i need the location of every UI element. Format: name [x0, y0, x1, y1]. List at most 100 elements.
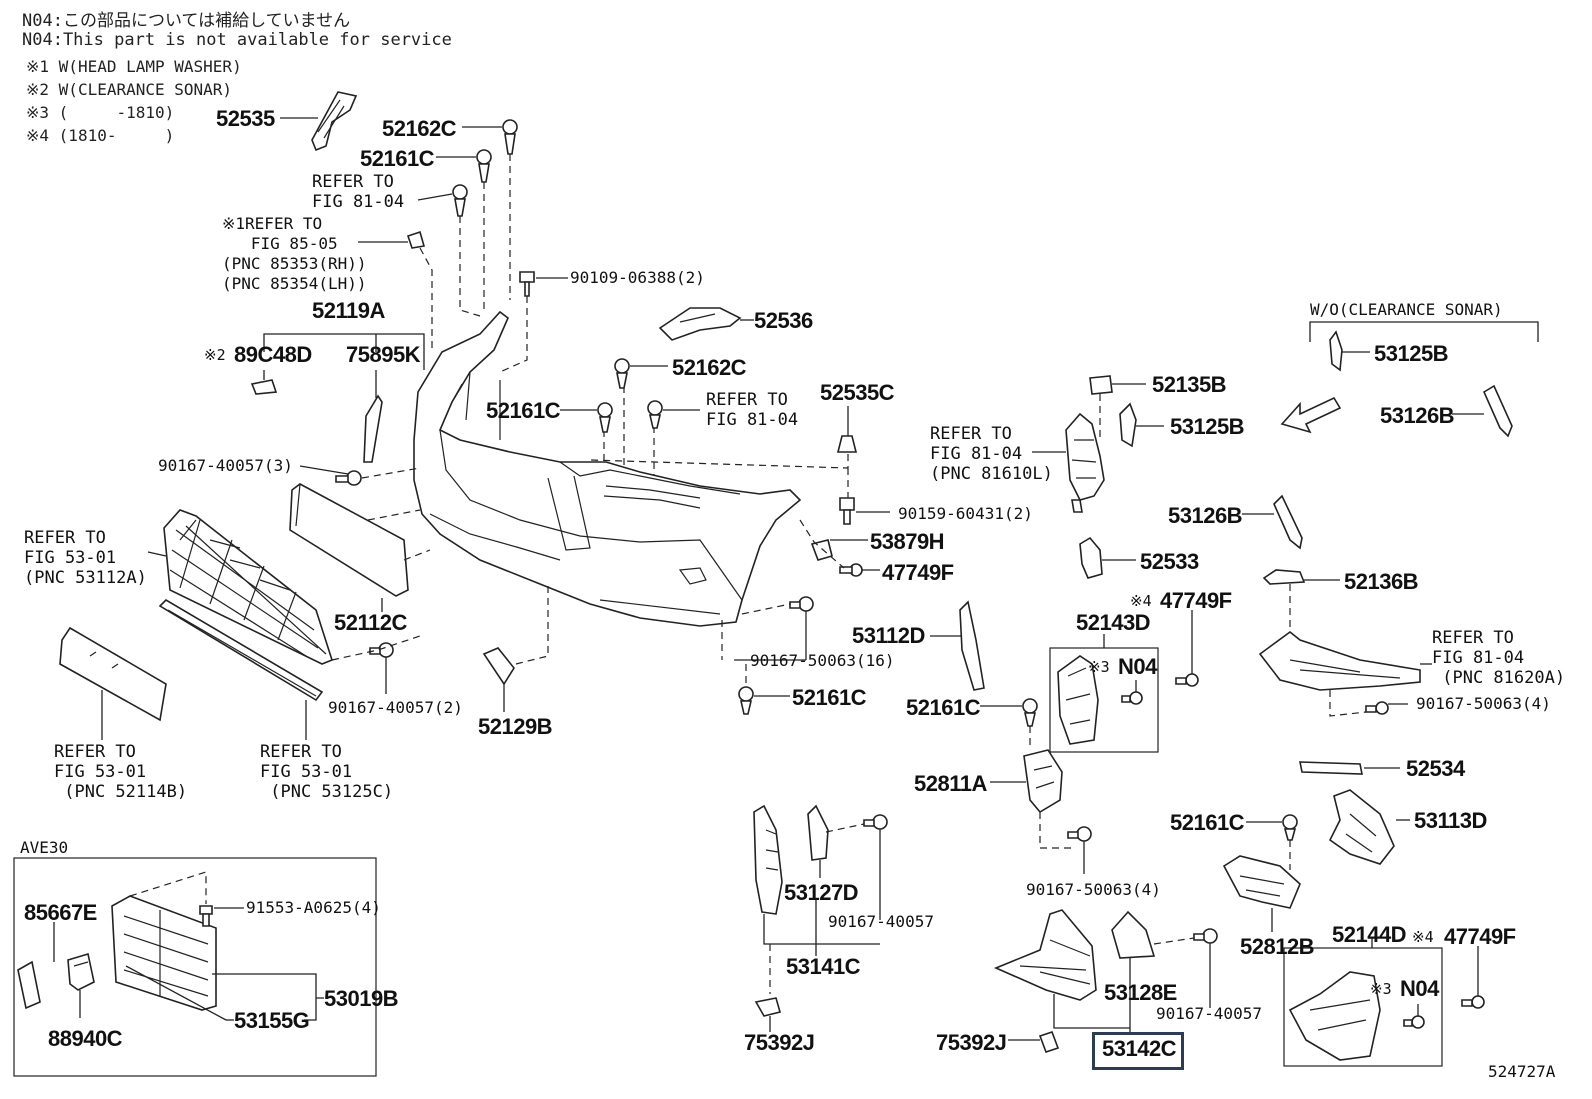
part-53126B-a[interactable]: 53126B: [1380, 403, 1455, 428]
part-52143D[interactable]: 52143D: [1076, 610, 1151, 635]
part-52161C-bottom[interactable]: 52161C: [792, 685, 867, 710]
part-85667E[interactable]: 85667E: [24, 900, 97, 925]
part-53126B-b[interactable]: 53126B: [1168, 503, 1243, 528]
bracket-53112D: [959, 600, 985, 691]
part-53127D[interactable]: 53127D: [784, 880, 859, 905]
ref-53-01-c[interactable]: REFER TO FIG 53-01 (PNC 53125C): [260, 742, 394, 802]
bracket-53127D: [807, 804, 829, 861]
seal-85667E: [17, 960, 41, 1010]
note-cond3: ※3 ( -1810): [26, 103, 175, 122]
label-wo-sonar: W/O(CLEARANCE SONAR): [1310, 300, 1503, 319]
part-52811A[interactable]: 52811A: [914, 771, 987, 796]
arrow-indicator: [1280, 396, 1342, 434]
ref-53-01-b[interactable]: REFER TO FIG 53-01 (PNC 52114B): [54, 742, 188, 802]
bracket-52811A: [1023, 749, 1063, 814]
part-52161C-top[interactable]: 52161C: [360, 146, 435, 171]
screw-47749F-b: [1175, 673, 1199, 687]
clip-52161C-bottom: [738, 686, 754, 715]
mark-47749F-b: ※4: [1130, 592, 1152, 610]
ref-81-04-b[interactable]: REFER TO FIG 81-04: [706, 390, 799, 430]
part-52161C-right[interactable]: 52161C: [906, 695, 981, 720]
part-75392J-a[interactable]: 75392J: [744, 1030, 815, 1055]
part-52144D[interactable]: 52144D: [1332, 922, 1407, 947]
part-52533[interactable]: 52533: [1140, 549, 1199, 574]
part-47749F-b[interactable]: 47749F: [1160, 588, 1232, 613]
part-52535[interactable]: 52535: [216, 106, 275, 131]
part-52812B[interactable]: 52812B: [1240, 934, 1315, 959]
part-52161C-far-right[interactable]: 52161C: [1170, 810, 1245, 835]
bracket-52536-shape: [658, 307, 742, 341]
n04-b[interactable]: N04: [1400, 976, 1439, 1001]
part-52135B[interactable]: 52135B: [1152, 372, 1227, 397]
grille-mesh: [163, 509, 333, 665]
clip-refer-81-04: [452, 184, 468, 217]
bracket-52143D: [1057, 655, 1099, 745]
part-52119A[interactable]: 52119A: [312, 298, 385, 323]
n04-a[interactable]: N04: [1118, 654, 1157, 679]
part-90159[interactable]: 90159-60431(2): [898, 504, 1033, 523]
mark-n04-b: ※3: [1370, 980, 1392, 998]
part-53113D[interactable]: 53113D: [1414, 808, 1487, 833]
part-52535C[interactable]: 52535C: [820, 380, 895, 405]
highlight-box-53142C: [1092, 1032, 1184, 1070]
part-52536[interactable]: 52536: [754, 308, 813, 333]
bolt-91553: [199, 905, 213, 927]
part-53128E[interactable]: 53128E: [1104, 980, 1177, 1005]
part-52162C-mid[interactable]: 52162C: [672, 355, 747, 380]
part-90167-40057-3[interactable]: 90167-40057(3): [158, 456, 293, 475]
ref-81-04-a[interactable]: REFER TO FIG 81-04: [312, 172, 405, 212]
part-53112D[interactable]: 53112D: [852, 623, 925, 648]
part-53019B[interactable]: 53019B: [324, 986, 399, 1011]
part-88940C[interactable]: 88940C: [48, 1026, 123, 1051]
part-90167-50063-16[interactable]: 90167-50063(16): [750, 651, 895, 670]
bracket-53125B-b: [1329, 330, 1343, 372]
part-47749F-a[interactable]: 47749F: [882, 560, 954, 585]
ref-53-01-a[interactable]: REFER TO FIG 53-01 (PNC 53112A): [24, 528, 147, 588]
washer-cap: [406, 230, 426, 249]
part-90167-40057-2[interactable]: 90167-40057(2): [328, 698, 463, 717]
part-90109[interactable]: 90109-06388(2): [570, 268, 705, 287]
clip-52162C-top: [502, 119, 518, 155]
note-cond2: ※2 W(CLEARANCE SONAR): [26, 80, 233, 99]
part-52129B[interactable]: 52129B: [478, 714, 553, 739]
part-91553[interactable]: 91553-A0625(4): [246, 898, 381, 917]
part-53141C[interactable]: 53141C: [786, 954, 861, 979]
clip-52161C-right: [1022, 698, 1038, 727]
screw-47749F-a: [839, 563, 863, 577]
part-53125B-b[interactable]: 53125B: [1374, 341, 1449, 366]
bracket-52534: [1299, 761, 1363, 775]
note-cond4: ※4 (1810- ): [26, 126, 175, 145]
part-53155G[interactable]: 53155G: [234, 1008, 310, 1033]
bracket-53126B-a: [1482, 384, 1513, 438]
lower-grille-strip: [158, 598, 324, 702]
bracket-52535-shape: [311, 91, 358, 152]
clip-52161C-top: [476, 149, 492, 183]
bracket-53125B-a: [1119, 402, 1137, 448]
part-52136B[interactable]: 52136B: [1344, 569, 1419, 594]
part-90167-50063-4a[interactable]: 90167-50063(4): [1026, 880, 1161, 899]
part-75895K[interactable]: 75895K: [346, 342, 421, 367]
ref-85-05[interactable]: ※1REFER TO FIG 85-05 (PNC 85353(RH)) (PN…: [222, 214, 367, 293]
actuator-88940C: [67, 952, 95, 991]
part-89C48D[interactable]: 89C48D: [234, 342, 312, 367]
part-52161C-mid[interactable]: 52161C: [486, 398, 561, 423]
strip-75895K: [363, 394, 383, 463]
sensor-89C48D: [250, 379, 278, 395]
part-52162C-top[interactable]: 52162C: [382, 116, 457, 141]
part-52534[interactable]: 52534: [1406, 756, 1465, 781]
part-47749F-c[interactable]: 47749F: [1444, 924, 1516, 949]
ref-81-04-d[interactable]: REFER TO FIG 81-04 (PNC 81620A): [1432, 628, 1566, 688]
mark-89C48D: ※2: [204, 346, 226, 364]
mark-n04-a: ※3: [1088, 658, 1110, 676]
part-53142C[interactable]: 53142C: [1102, 1036, 1177, 1061]
part-52112C[interactable]: 52112C: [334, 610, 407, 635]
part-90167-40057-a[interactable]: 90167-40057: [828, 912, 934, 931]
part-75392J-b[interactable]: 75392J: [936, 1030, 1007, 1055]
clip-52161C-mid: [597, 402, 613, 433]
ref-81-04-c[interactable]: REFER TO FIG 81-04 (PNC 81610L): [930, 424, 1053, 484]
clip-52135B: [1089, 375, 1113, 395]
part-53125B-a[interactable]: 53125B: [1170, 414, 1245, 439]
part-90167-50063-4b[interactable]: 90167-50063(4): [1416, 694, 1551, 713]
part-90167-40057-b[interactable]: 90167-40057: [1156, 1004, 1262, 1023]
part-53879H[interactable]: 53879H: [870, 529, 945, 554]
